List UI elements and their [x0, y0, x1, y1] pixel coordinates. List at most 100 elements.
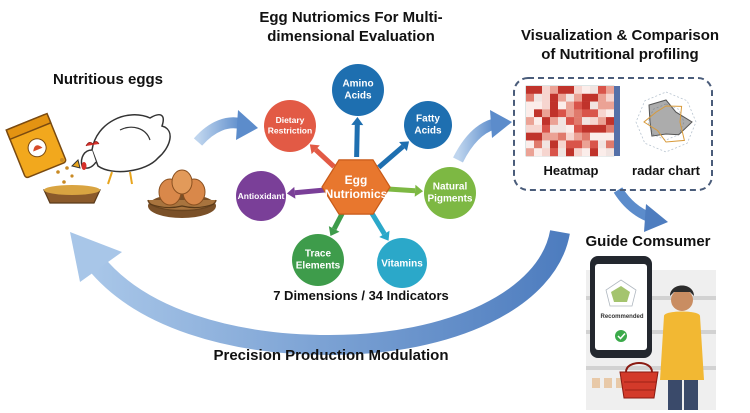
smartphone-illustration [590, 256, 652, 358]
heatmap-cell [574, 86, 582, 94]
nutriomics-title: Egg Nutriomics For Multi- dimensional Ev… [236, 8, 466, 46]
heatmap-cell [598, 140, 606, 149]
heatmap-cell [598, 132, 606, 141]
nutriomics-title-line1: Egg Nutriomics For Multi- [259, 9, 443, 26]
heatmap-cell [558, 93, 566, 102]
antioxidant-connector [294, 187, 327, 196]
recommended-label: Recommended [600, 314, 644, 320]
precision-production-label: Precision Production Modulation [213, 347, 449, 364]
heatmap-cell [574, 148, 582, 157]
heatmap-cell [558, 140, 566, 149]
heatmap-cell [534, 93, 542, 102]
heatmap-cell [534, 86, 542, 94]
heatmap-cell [566, 124, 574, 133]
heatmap-cell [542, 124, 550, 133]
hub-label-line1: Egg [345, 173, 368, 187]
heatmap-cell [542, 140, 550, 149]
fatty-acids-connector [377, 144, 405, 170]
heatmap-cell [590, 140, 598, 149]
heatmap-cell [526, 93, 534, 102]
fatty-acids-label: Fatty [416, 114, 440, 125]
heatmap-cell [574, 140, 582, 149]
heatmap-cell [550, 93, 558, 102]
precision-production-arc [70, 229, 570, 356]
heatmap-cell [534, 101, 542, 110]
trace-elements-label: Elements [296, 261, 341, 272]
heatmap-cell [534, 140, 542, 149]
heatmap-cell [582, 132, 590, 141]
heatmap-cell [542, 101, 550, 110]
amino-acids-connector [354, 124, 360, 158]
fatty-acids-label: Acids [414, 126, 442, 137]
antioxidant-label: Antioxidant [238, 191, 285, 201]
dimensions-indicators-label: 7 Dimensions / 34 Indicators [273, 288, 449, 303]
arrow-nutriomics-to-visualization [453, 110, 512, 163]
natural-pigments-arrowhead [414, 184, 424, 197]
arrow-visualization-to-guide [613, 187, 668, 232]
heatmap-cell [566, 109, 574, 118]
heatmap-cell [558, 117, 566, 126]
heatmap-cell [590, 117, 598, 126]
heatmap-cell [558, 101, 566, 110]
heatmap-cell [558, 148, 566, 157]
radar-chart-thumbnail [635, 91, 697, 153]
heatmap-cell [590, 86, 598, 94]
shopper-illustration [619, 285, 704, 410]
heatmap-cell [598, 124, 606, 133]
antioxidant-arrowhead [286, 186, 296, 199]
dietary-restriction-connector [314, 147, 336, 169]
amino-acids-node [332, 64, 384, 116]
heatmap-cell [590, 124, 598, 133]
egg-nest-illustration [147, 169, 217, 218]
nutritious-eggs-title: Nutritious eggs [52, 71, 163, 88]
heatmap-cell [606, 140, 614, 149]
trace-elements-label: Trace [305, 249, 332, 260]
heatmap-cell [534, 132, 542, 141]
heatmap-cell [606, 101, 614, 110]
heatmap-cell [566, 148, 574, 157]
heatmap-cell [574, 109, 582, 118]
heatmap-cell [590, 101, 598, 110]
heatmap-cell [550, 124, 558, 133]
heatmap-cell [566, 101, 574, 110]
fatty-acids-node [404, 101, 452, 149]
heatmap-cell [606, 86, 614, 94]
heatmap-cell [574, 101, 582, 110]
heatmap-thumbnail [525, 85, 620, 157]
vitamins-arrowhead [379, 230, 390, 241]
visualization-panel [513, 77, 713, 191]
heatmap-cell [590, 109, 598, 118]
fatty-acids-arrowhead [399, 141, 410, 152]
dietary-restriction-label: Restriction [268, 126, 312, 136]
heatmap-cell [542, 109, 550, 118]
heatmap-cell [550, 101, 558, 110]
amino-acids-label: Amino [342, 79, 373, 90]
heatmap-cell [542, 132, 550, 141]
heatmap-cell [534, 124, 542, 133]
guide-consumer-title: Guide Comsumer [585, 233, 711, 250]
heatmap-cell [598, 109, 606, 118]
trace-elements-node [292, 234, 344, 286]
natural-pigments-label: Natural [433, 182, 468, 193]
heatmap-cell [526, 109, 534, 118]
feed-bag-illustration [5, 112, 101, 204]
radar-chart-label: radar chart [632, 163, 700, 178]
trace-elements-arrowhead [328, 226, 340, 237]
heatmap-label: Heatmap [543, 163, 599, 178]
heatmap-cell [598, 117, 606, 126]
amino-acids-label: Acids [344, 91, 372, 102]
heatmap-cell [598, 101, 606, 110]
heatmap-cell [550, 148, 558, 157]
heatmap-cell [574, 124, 582, 133]
nutriomics-title-line2: dimensional Evaluation [267, 28, 435, 45]
heatmap-cell [606, 148, 614, 157]
heatmap-cell [574, 117, 582, 126]
heatmap-cell [534, 109, 542, 118]
heatmap-cell [526, 124, 534, 133]
amino-acids-arrowhead [351, 116, 364, 126]
heatmap-cell [526, 86, 534, 94]
heatmap-cell [566, 117, 574, 126]
heatmap-cell [550, 86, 558, 94]
visualization-title-line1: Visualization & Comparison [520, 27, 720, 44]
heatmap-cell [526, 148, 534, 157]
